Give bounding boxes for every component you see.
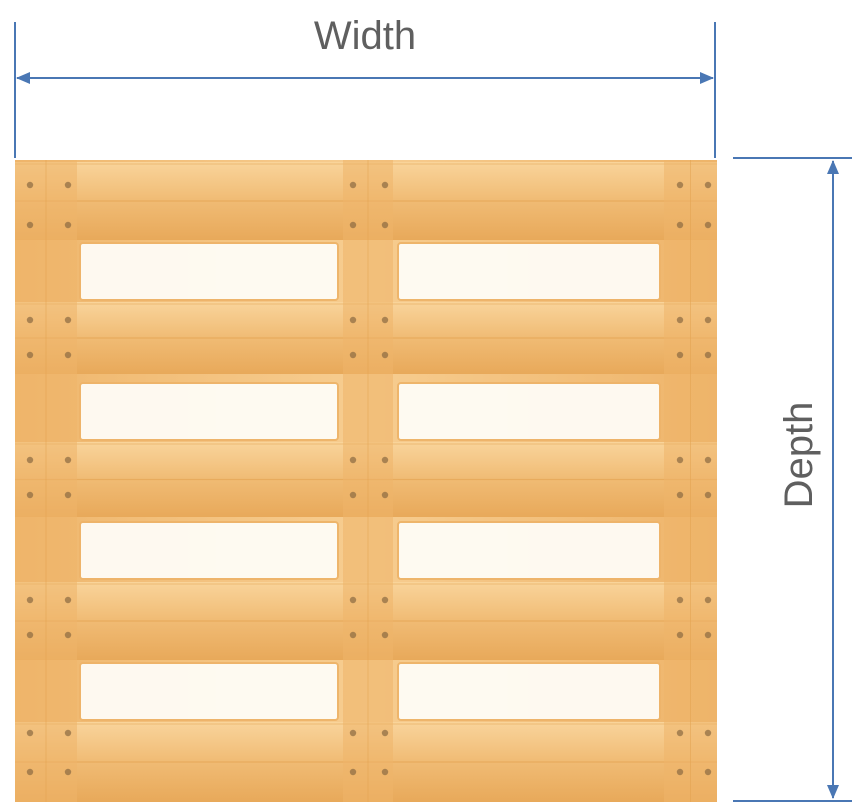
nail	[381, 491, 389, 499]
nail	[64, 351, 72, 359]
nail	[676, 491, 684, 499]
nail	[704, 491, 712, 499]
nail	[26, 316, 34, 324]
pallet-gap	[397, 382, 661, 441]
nail	[381, 456, 389, 464]
width-dimension: Width	[14, 14, 716, 158]
nail	[26, 596, 34, 604]
nail	[26, 631, 34, 639]
nail	[26, 221, 34, 229]
pallet-stringers	[15, 160, 717, 802]
pallet-gap	[397, 521, 661, 580]
depth-label: Depth	[777, 402, 821, 509]
nail	[26, 768, 34, 776]
nail	[381, 768, 389, 776]
nail	[704, 729, 712, 737]
pallet-illustration	[15, 160, 717, 802]
nail	[349, 491, 357, 499]
nail	[26, 456, 34, 464]
nail	[64, 221, 72, 229]
nail	[381, 181, 389, 189]
nail	[704, 768, 712, 776]
pallet-nails	[26, 181, 712, 776]
nail	[676, 596, 684, 604]
nail	[64, 596, 72, 604]
nail	[381, 221, 389, 229]
nail	[381, 631, 389, 639]
nail	[381, 729, 389, 737]
nail	[64, 768, 72, 776]
nail	[704, 456, 712, 464]
nail	[676, 351, 684, 359]
depth-dimension: Depth	[733, 157, 852, 802]
nail	[26, 491, 34, 499]
pallet-gap	[79, 242, 339, 301]
nail	[676, 221, 684, 229]
nail	[676, 768, 684, 776]
pallet-gap	[79, 662, 339, 721]
nail	[349, 456, 357, 464]
pallet-gap	[79, 521, 339, 580]
nail	[64, 729, 72, 737]
nail	[64, 491, 72, 499]
nail	[26, 729, 34, 737]
pallet-gap	[397, 662, 661, 721]
pallet-gap	[79, 382, 339, 441]
nail	[676, 316, 684, 324]
nail	[349, 596, 357, 604]
nail	[704, 631, 712, 639]
nail	[64, 456, 72, 464]
nail	[26, 351, 34, 359]
nail	[704, 596, 712, 604]
pallet-gaps	[79, 242, 661, 721]
nail	[349, 221, 357, 229]
nail	[381, 351, 389, 359]
nail	[349, 316, 357, 324]
nail	[676, 181, 684, 189]
nail	[64, 631, 72, 639]
nail	[381, 596, 389, 604]
nail	[349, 351, 357, 359]
nail	[349, 729, 357, 737]
nail	[381, 316, 389, 324]
nail	[704, 316, 712, 324]
nail	[26, 181, 34, 189]
nail	[676, 456, 684, 464]
nail	[704, 181, 712, 189]
nail	[349, 181, 357, 189]
nail	[676, 729, 684, 737]
pallet-gap	[397, 242, 661, 301]
nail	[64, 316, 72, 324]
width-label: Width	[314, 14, 416, 58]
nail	[349, 631, 357, 639]
nail	[64, 181, 72, 189]
nail	[349, 768, 357, 776]
nail	[704, 351, 712, 359]
nail	[676, 631, 684, 639]
nail	[704, 221, 712, 229]
